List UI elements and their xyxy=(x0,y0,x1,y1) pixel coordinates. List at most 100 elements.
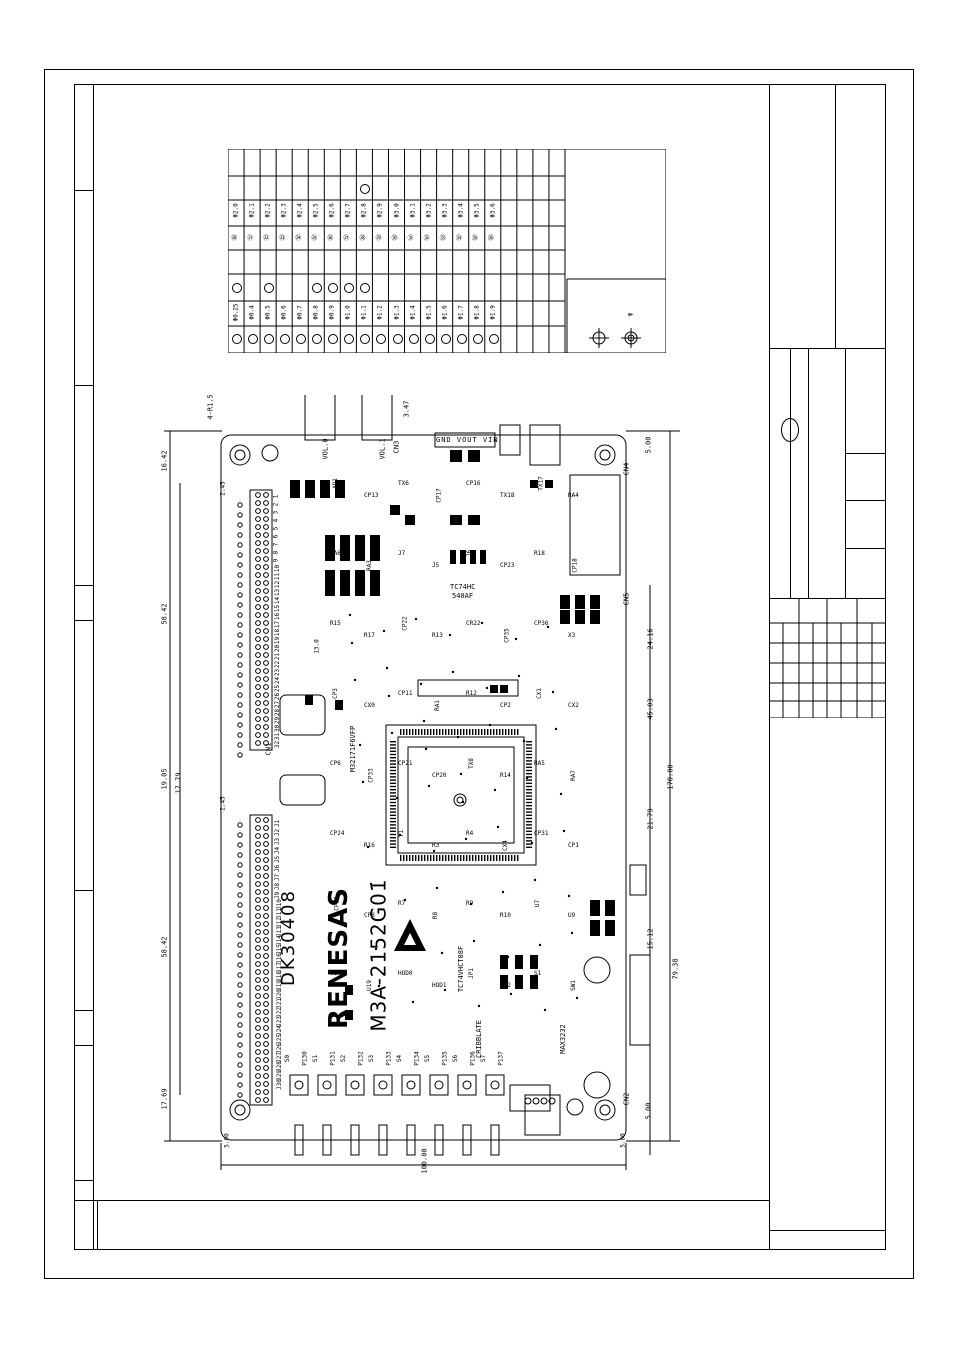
switch-knob xyxy=(406,1080,416,1090)
qfp-pin xyxy=(526,789,532,791)
header-pin xyxy=(263,740,269,746)
switch-body xyxy=(373,1074,393,1096)
header-pin-label: 3 xyxy=(272,510,280,515)
via xyxy=(538,943,542,947)
qfp-pin xyxy=(505,855,507,861)
qfp-pin xyxy=(424,855,426,861)
component-designator: CP11 xyxy=(398,690,413,697)
header-pin-label: 16 xyxy=(274,612,282,621)
drill-size-right: Φ3.1 xyxy=(409,203,417,218)
header-pin xyxy=(263,1009,269,1015)
header-pin xyxy=(255,1033,261,1039)
qfp-pin xyxy=(430,729,432,735)
header-pin xyxy=(263,817,269,823)
switch-label: S2 xyxy=(340,1054,348,1063)
header-pin-label: 4 xyxy=(272,518,280,523)
qfp-pin xyxy=(463,855,465,861)
via xyxy=(348,613,352,617)
qfp-pin xyxy=(526,773,532,775)
dimension-bottom-left: 5.00 xyxy=(223,1133,231,1148)
component-designator: R15 xyxy=(330,620,341,627)
dimension-right: 5.00 xyxy=(644,436,653,454)
qfp-pin xyxy=(499,855,501,861)
header-pin xyxy=(263,889,269,895)
qfp-pin xyxy=(526,785,532,788)
component-designator: R3 xyxy=(432,842,440,849)
via xyxy=(485,686,489,690)
component-designator: CP18 xyxy=(571,558,579,573)
switch-pin-label: P134 xyxy=(413,1051,421,1066)
via xyxy=(387,694,391,698)
header-pin xyxy=(255,1065,261,1071)
qfp-pin xyxy=(390,769,396,772)
header-pin-label: 32 xyxy=(274,740,282,749)
header-pin xyxy=(255,1017,261,1023)
dimension-inner: 13.0 xyxy=(313,639,321,654)
dimension-left: 17.69 xyxy=(160,1088,169,1110)
component-designator: TX6 xyxy=(398,480,409,487)
header-pin-label: 19 xyxy=(274,636,282,645)
smd-pad xyxy=(370,570,380,596)
header-pin xyxy=(255,921,261,927)
via xyxy=(480,621,484,625)
logo-triangle-icon xyxy=(390,915,430,959)
qfp-pin xyxy=(390,766,396,768)
header-pin-label: 23 xyxy=(274,668,282,677)
component-designator: TX18 xyxy=(500,492,515,499)
drill-symbol-icon xyxy=(424,334,435,344)
dimension-bottom-total: 100.00 xyxy=(420,1148,429,1174)
via xyxy=(562,829,566,833)
header-pin xyxy=(263,825,269,831)
drill-size-right: Φ3.6 xyxy=(489,203,497,218)
header-pin-label: J3 xyxy=(274,837,282,846)
qfp-pin xyxy=(390,744,396,746)
header-pin xyxy=(255,1009,261,1015)
header-pin xyxy=(263,540,269,546)
smd-pad xyxy=(560,610,570,624)
header-pin xyxy=(237,552,243,558)
header-pin xyxy=(263,1081,269,1087)
drill-symbol-icon xyxy=(344,334,355,344)
qfp-pin xyxy=(514,729,516,735)
qfp-pin xyxy=(406,855,408,861)
dimension-right: 170.00 xyxy=(666,764,675,790)
drill-number: ㉔ xyxy=(295,235,302,242)
qfp-pin xyxy=(481,855,483,861)
header-pin-label: J2 xyxy=(274,828,282,837)
qfp-pin xyxy=(439,729,441,735)
header-pin-label: 6 xyxy=(272,534,280,539)
component-designator: U19 xyxy=(365,980,373,991)
component-designator: CX1 xyxy=(535,688,543,699)
drill-size-left: Φ0.7 xyxy=(296,305,304,320)
qfp-pin xyxy=(390,773,396,775)
qfp-pin xyxy=(478,855,480,861)
strip-divider xyxy=(74,1045,93,1046)
switch-knob xyxy=(322,1080,332,1090)
qfp-pin xyxy=(502,855,504,861)
ic-label-4: MAX3232 xyxy=(558,1024,567,1054)
connector-label: VOL.0 xyxy=(321,438,330,460)
header-pin xyxy=(263,1017,269,1023)
qfp-pin xyxy=(390,805,396,807)
switch-label: S0 xyxy=(284,1054,292,1063)
header-pin xyxy=(263,841,269,847)
switch-body xyxy=(289,1074,309,1096)
qfp-pin xyxy=(390,808,396,810)
component-designator: AD1 xyxy=(331,478,339,489)
header-pin xyxy=(263,548,269,554)
header-pin xyxy=(263,652,269,658)
switch-knob xyxy=(350,1080,360,1090)
qfp-pin xyxy=(439,855,441,861)
via xyxy=(374,947,378,951)
title-block-divider xyxy=(845,500,886,501)
qfp-pin xyxy=(430,855,432,861)
component-designator: J6 xyxy=(466,549,474,558)
header-pin xyxy=(255,524,261,530)
switch-pin-label: P135 xyxy=(441,1051,449,1066)
qfp-pin xyxy=(460,729,462,735)
smd-pad xyxy=(468,450,480,462)
component-designator: CP13 xyxy=(364,492,379,499)
legend-phi: φ xyxy=(626,312,634,317)
header-pin xyxy=(255,945,261,951)
title-block-divider xyxy=(835,84,836,348)
